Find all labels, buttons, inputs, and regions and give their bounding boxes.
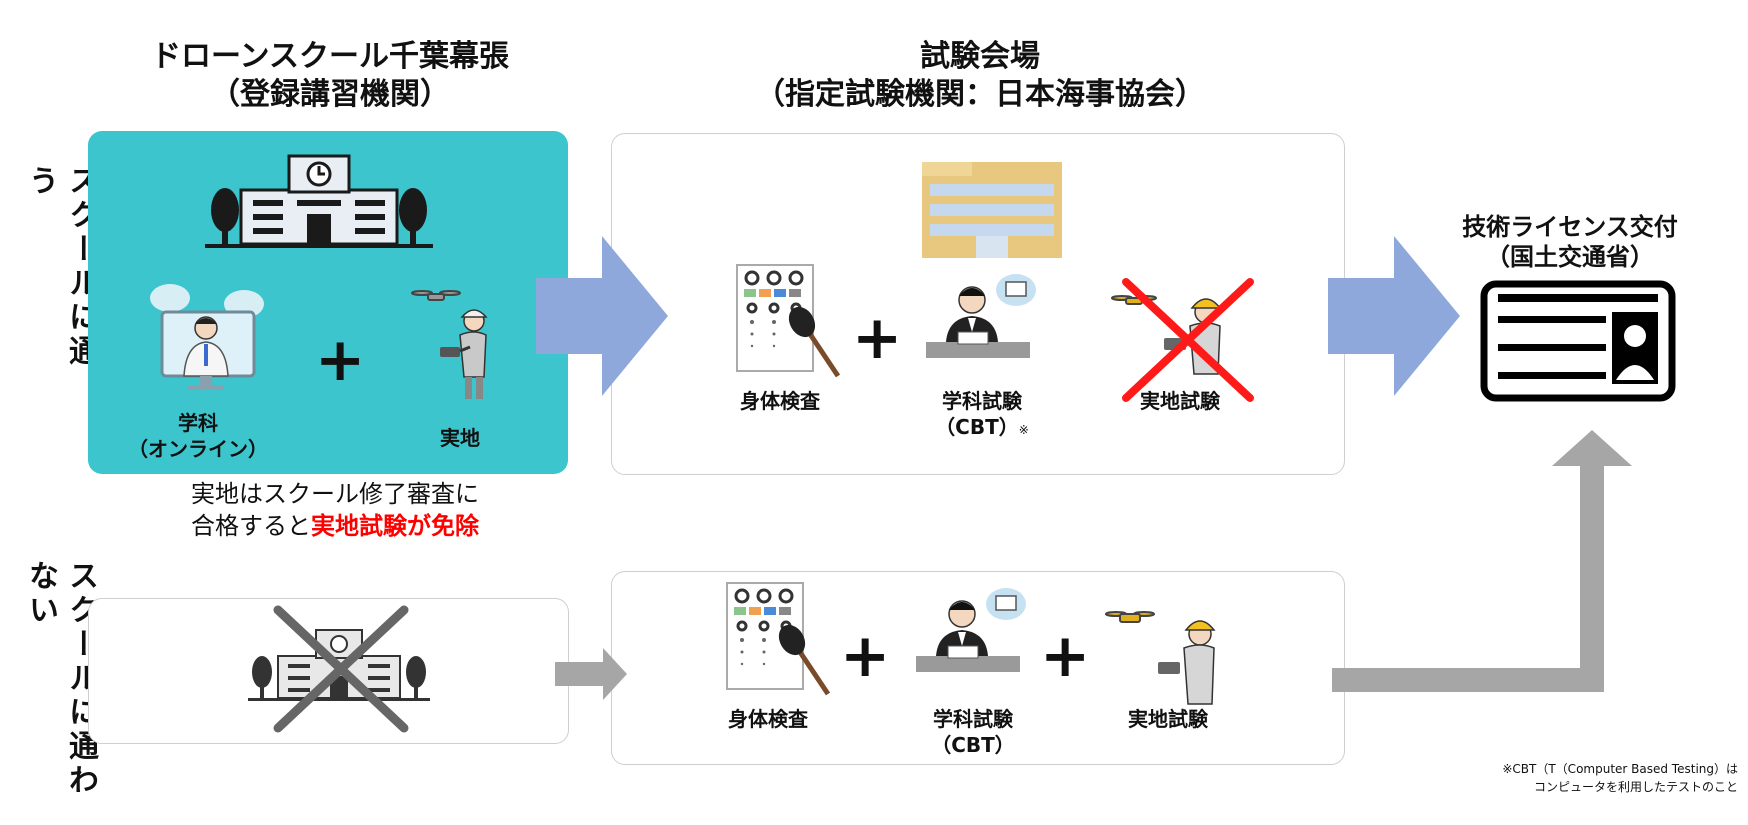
eye-chart-icon xyxy=(736,264,841,378)
written-exam-label: 学科試験 xyxy=(942,389,1022,413)
exemption-note-line2: 合格すると実地試験が免除 xyxy=(191,512,479,540)
plus-icon: + xyxy=(315,325,366,395)
physical-exam-label: 身体検査 xyxy=(740,389,820,413)
school-header: ドローンスクール千葉幕張 （登録講習機関） xyxy=(90,38,570,114)
practical-exam-label: 実地試験 xyxy=(1128,707,1208,731)
examinee-icon xyxy=(916,588,1026,672)
office-building-icon xyxy=(922,162,1062,258)
school-header-title: ドローンスクール千葉幕張 xyxy=(151,39,509,74)
written-exam-sublabel: （CBT） xyxy=(931,733,1015,757)
practical-course-label: 実地 xyxy=(440,426,480,450)
clock-icon xyxy=(306,161,332,187)
written-exam-caption: 学科試験 （CBT） xyxy=(903,706,1043,758)
school-building-icon xyxy=(205,154,433,248)
online-lecture-icon xyxy=(150,284,264,390)
exam-header: 試験会場 （指定試験機関：日本海事協会） xyxy=(610,38,1350,114)
examinee-icon xyxy=(926,274,1036,358)
written-exam-label: 学科試験 xyxy=(933,707,1013,731)
plus-icon: + xyxy=(840,621,891,691)
footnote-line2: コンピュータを利用したテストのこと xyxy=(1533,780,1738,794)
arrow-icon xyxy=(536,236,668,396)
exam-header-subtitle: （指定試験機関：日本海事協会） xyxy=(755,77,1205,112)
arrow-icon xyxy=(1332,430,1632,692)
online-course-sublabel: （オンライン） xyxy=(128,437,268,461)
license-card-icon xyxy=(1480,280,1676,402)
eye-chart-icon xyxy=(726,582,831,696)
drone-operator-icon xyxy=(411,290,488,399)
cross-mark-icon xyxy=(1122,278,1254,402)
footnote-mark: ※ xyxy=(1018,423,1029,437)
written-exam-caption: 学科試験 （CBT）※ xyxy=(912,388,1052,443)
exemption-note-line1: 実地はスクール修了審査に xyxy=(191,480,479,508)
license-header-title: 技術ライセンス交付 xyxy=(1462,213,1678,241)
written-exam-sublabel: （CBT）※ xyxy=(935,415,1029,439)
footnote-line1: ※CBT（T（Computer Based Testing）は xyxy=(1502,762,1738,776)
tree-icon xyxy=(211,188,427,246)
physical-exam-label: 身体検査 xyxy=(728,707,808,731)
school-header-subtitle: （登録講習機関） xyxy=(210,77,450,112)
cross-mark-icon xyxy=(273,605,409,733)
footnote: ※CBT（T（Computer Based Testing）は コンピュータを利… xyxy=(1440,760,1738,796)
plus-icon: + xyxy=(852,303,903,373)
exam-header-title: 試験会場 xyxy=(920,39,1040,74)
online-course-label: 学科 xyxy=(178,411,218,435)
plus-icon: + xyxy=(1040,621,1091,691)
exemption-note: 実地はスクール修了審査に 合格すると実地試験が免除 xyxy=(150,478,520,542)
license-header-subtitle: （国土交通省） xyxy=(1486,243,1654,271)
arrow-icon xyxy=(1328,236,1460,396)
exemption-highlight: 実地試験が免除 xyxy=(311,512,479,540)
drone-operator-icon xyxy=(1105,611,1216,705)
license-header: 技術ライセンス交付 （国土交通省） xyxy=(1430,212,1710,272)
online-course-caption: 学科 （オンライン） xyxy=(118,410,278,462)
practical-exam-label: 実地試験 xyxy=(1140,389,1220,413)
arrow-icon xyxy=(555,648,627,700)
